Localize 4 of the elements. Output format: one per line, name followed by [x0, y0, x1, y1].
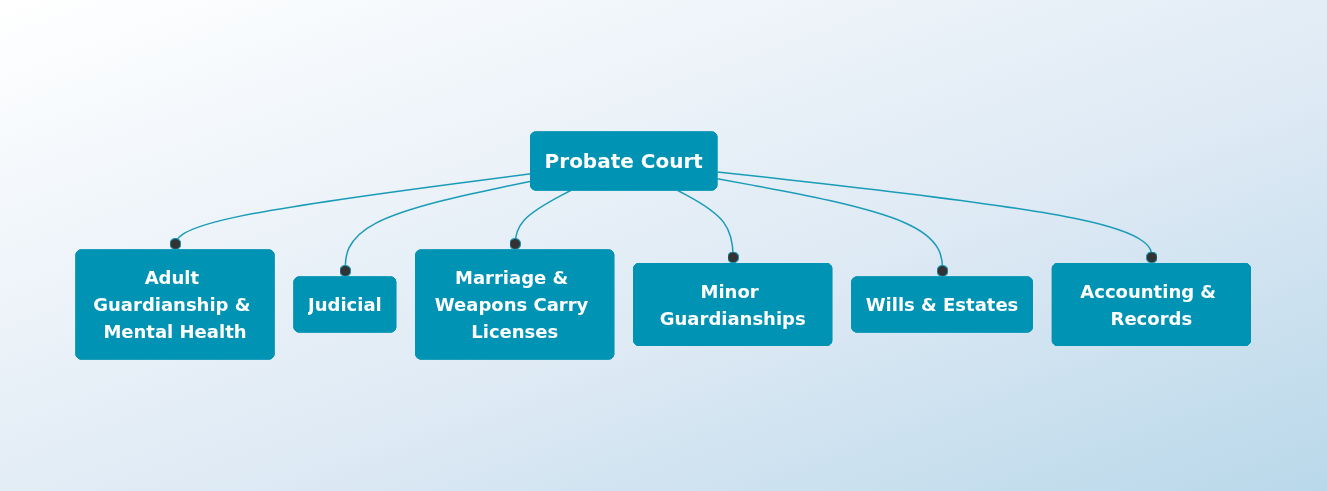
connector: [677, 189, 740, 265]
connector: [716, 171, 1159, 265]
connector: [509, 189, 572, 252]
connector: [716, 178, 949, 279]
